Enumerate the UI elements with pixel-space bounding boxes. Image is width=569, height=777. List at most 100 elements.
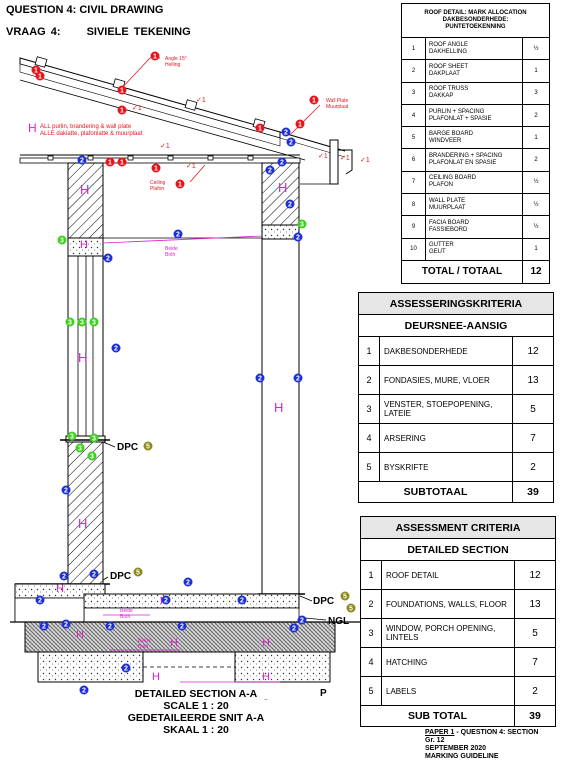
svg-text:2: 2 <box>64 488 68 495</box>
marker-olive: 5 <box>346 603 356 613</box>
svg-text:Both: Both <box>138 644 149 650</box>
svg-text:1: 1 <box>120 108 124 115</box>
svg-text:H: H <box>274 400 283 415</box>
marker-green: 3 <box>57 235 67 245</box>
svg-text:3: 3 <box>90 454 94 461</box>
svg-text:2: 2 <box>292 626 296 633</box>
svg-text:2: 2 <box>42 624 46 631</box>
marker-blue: 2 <box>237 595 247 605</box>
svg-text:NGL: NGL <box>328 616 349 627</box>
svg-text:2: 2 <box>38 598 42 605</box>
roof-row-number: 9 <box>401 215 426 239</box>
svg-text:3: 3 <box>300 222 304 229</box>
svg-text:2: 2 <box>62 574 66 581</box>
criteria-label: FONDASIES, MURE, VLOER <box>379 365 513 395</box>
svg-text:✓1: ✓1 <box>340 155 350 162</box>
marker-green: 3 <box>77 317 87 327</box>
marker-red: 1 <box>150 51 160 61</box>
assessment-en-title: ASSESSMENT CRITERIA <box>360 516 556 539</box>
marker-red: 1 <box>151 163 161 173</box>
roof-total-label: TOTAL / TOTAAL <box>401 259 523 284</box>
section-drawing: H H H H H H H H H H H H H H Beide Both B… <box>10 51 370 700</box>
criteria-label: ARSERING <box>379 423 513 453</box>
marker-green: 3 <box>89 317 99 327</box>
svg-text:3: 3 <box>68 320 72 327</box>
svg-text:DPC: DPC <box>313 596 334 607</box>
svg-text:H: H <box>262 671 270 683</box>
svg-text:H: H <box>80 182 89 197</box>
criteria-value: 2 <box>512 452 554 482</box>
marker-blue: 2 <box>281 127 291 137</box>
svg-text:✓1: ✓1 <box>160 143 170 150</box>
marker-red: 1 <box>309 95 319 105</box>
marker-blue: 2 <box>255 373 265 383</box>
marker-blue: 2 <box>105 621 115 631</box>
roof-row-mark: 1 <box>522 237 550 261</box>
svg-text:DPC: DPC <box>110 571 131 582</box>
marker-green: 3 <box>65 317 75 327</box>
marker-green: 3 <box>75 443 85 453</box>
svg-text:Both: Both <box>120 614 131 620</box>
svg-text:H: H <box>76 629 84 641</box>
assessment-af-subtotal-value: 39 <box>512 481 554 503</box>
red-annotations: Angle 15° Helling Wall Plate Muurplaat A… <box>40 56 370 192</box>
criteria-label: VENSTER, STOEPOPENING, LATEIE <box>379 394 513 424</box>
svg-text:3: 3 <box>70 434 74 441</box>
svg-text:1: 1 <box>178 182 182 189</box>
criteria-value: 2 <box>514 676 556 706</box>
svg-text:H: H <box>78 516 87 531</box>
roof-row-number: 1 <box>401 36 426 61</box>
svg-text:Beide: Beide <box>120 608 133 614</box>
marker-red: 1 <box>31 65 41 75</box>
roof-row-number: 10 <box>401 237 426 261</box>
svg-text:1: 1 <box>120 88 124 95</box>
svg-text:1: 1 <box>298 122 302 129</box>
svg-text:✓1: ✓1 <box>196 97 206 104</box>
marker-blue: 2 <box>265 165 275 175</box>
svg-text:1: 1 <box>312 98 316 105</box>
svg-text:Both: Both <box>165 252 176 258</box>
roof-row-mark: ½ <box>522 193 550 217</box>
marker-blue: 2 <box>89 569 99 579</box>
svg-text:2: 2 <box>164 598 168 605</box>
roof-row-number: 6 <box>401 148 426 172</box>
criteria-label: WINDOW, PORCH OPENING, LINTELS <box>381 618 515 648</box>
marker-blue: 2 <box>59 571 69 581</box>
svg-text:✓1: ✓1 <box>318 153 328 160</box>
roof-row-mark: 1 <box>522 59 550 83</box>
marker-red: 1 <box>117 105 127 115</box>
right-footing <box>234 651 331 683</box>
branderings <box>47 155 254 161</box>
roof-row-number: 7 <box>401 170 426 195</box>
roof-row-number: 4 <box>401 103 426 128</box>
left-wall-lower <box>67 441 104 585</box>
roof-row-mark: 1 <box>522 126 550 150</box>
criteria-label: LABELS <box>381 676 515 706</box>
svg-text:3: 3 <box>78 446 82 453</box>
roof-sheet <box>19 57 346 161</box>
roof-row-number: 3 <box>401 81 426 105</box>
marker-red: 1 <box>105 157 115 167</box>
marker-blue: 2 <box>121 663 131 673</box>
criteria-value: 5 <box>512 394 554 424</box>
svg-text:2: 2 <box>64 622 68 629</box>
svg-text:2: 2 <box>92 572 96 579</box>
svg-text:2: 2 <box>300 618 304 625</box>
marker-blue: 2 <box>289 623 299 633</box>
left-wall-upper <box>67 162 104 239</box>
window <box>67 255 104 437</box>
